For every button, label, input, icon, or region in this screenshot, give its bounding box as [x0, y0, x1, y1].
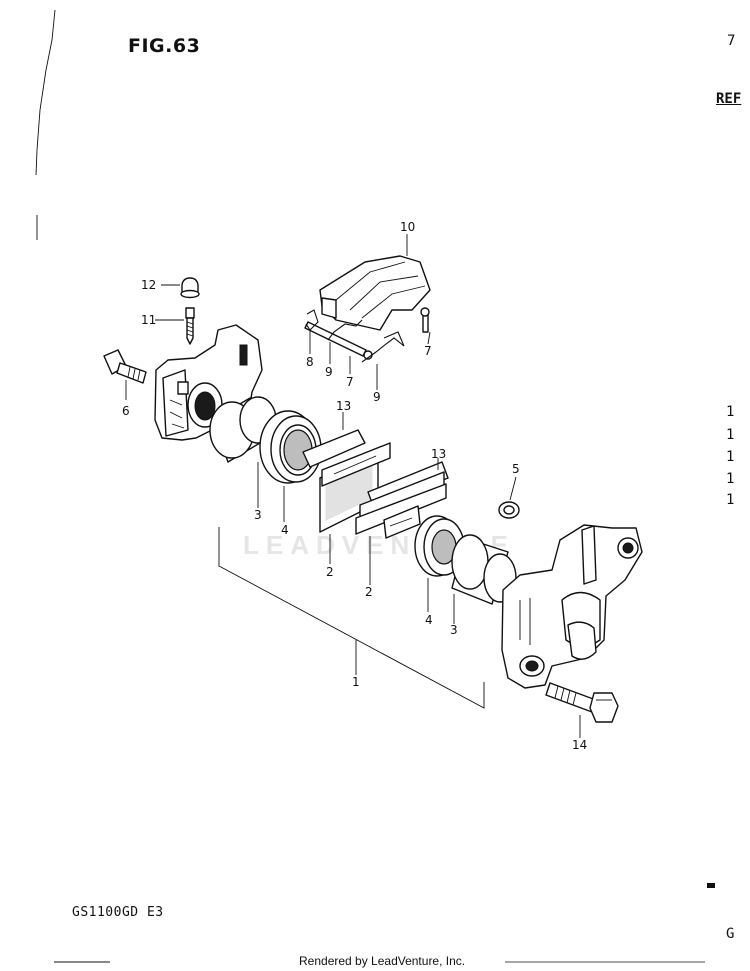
ref-column-entry: 1: [726, 471, 735, 487]
part-8-clip[interactable]: [305, 309, 319, 331]
callout-3: 3: [450, 623, 458, 637]
leader-lines: [125, 234, 581, 738]
part-3-piston[interactable]: [209, 396, 277, 463]
callout-2: 2: [365, 585, 373, 599]
ref-column-entry: 1: [726, 404, 735, 420]
part-6-bolt[interactable]: [103, 349, 147, 384]
ref-label: REF: [716, 91, 742, 107]
figure-title: FIG.63: [128, 35, 201, 57]
callout-1: 1: [352, 675, 360, 689]
ref-column-entry: 1: [726, 492, 735, 508]
part-9-spring[interactable]: [361, 331, 405, 363]
scan-mark: [707, 883, 715, 888]
callout-11: 11: [141, 313, 156, 327]
callout-10: 10: [400, 220, 415, 234]
callout-4: 4: [281, 523, 289, 537]
part-14-bolt[interactable]: [545, 682, 619, 723]
part-4-seal[interactable]: [259, 410, 322, 484]
callout-13: 13: [431, 447, 446, 461]
part-5-washer[interactable]: [498, 501, 520, 519]
callout-3: 3: [254, 508, 262, 522]
callout-2: 2: [326, 565, 334, 579]
callout-7: 7: [346, 375, 354, 389]
callout-5: 5: [512, 462, 520, 476]
callout-6: 6: [122, 404, 130, 418]
part-13-shim[interactable]: [302, 429, 391, 487]
page-corner-letter: G: [726, 926, 735, 942]
callout-labels: 12 11 6 10 7 8 9 7 9 13 13 5 3 4 2 2 4 3…: [122, 220, 587, 752]
callout-9: 9: [325, 365, 333, 379]
callout-7: 7: [424, 344, 432, 358]
part-11-bleeder-valve[interactable]: [185, 307, 195, 345]
footer-credit: Rendered by LeadVenture, Inc.: [299, 954, 466, 968]
part-7-pin[interactable]: [304, 321, 373, 360]
ref-column-entry: 1: [726, 449, 735, 465]
part-12-cap[interactable]: [180, 277, 200, 299]
page-corner-number: 7: [727, 33, 736, 49]
callout-13: 13: [336, 399, 351, 413]
ref-column-entry: 1: [726, 427, 735, 443]
part-9-spring[interactable]: [327, 319, 363, 341]
callout-9: 9: [373, 390, 381, 404]
callout-14: 14: [572, 738, 587, 752]
callout-8: 8: [306, 355, 314, 369]
callout-4: 4: [425, 613, 433, 627]
scan-margin-line: [35, 9, 56, 176]
part-7-pin[interactable]: [420, 307, 430, 333]
caliper-right-half[interactable]: [501, 524, 643, 689]
part-10-pad-cover[interactable]: [319, 255, 431, 331]
model-code: GS1100GD E3: [72, 905, 164, 920]
part-2-brake-pad[interactable]: [355, 483, 447, 539]
callout-12: 12: [141, 278, 156, 292]
